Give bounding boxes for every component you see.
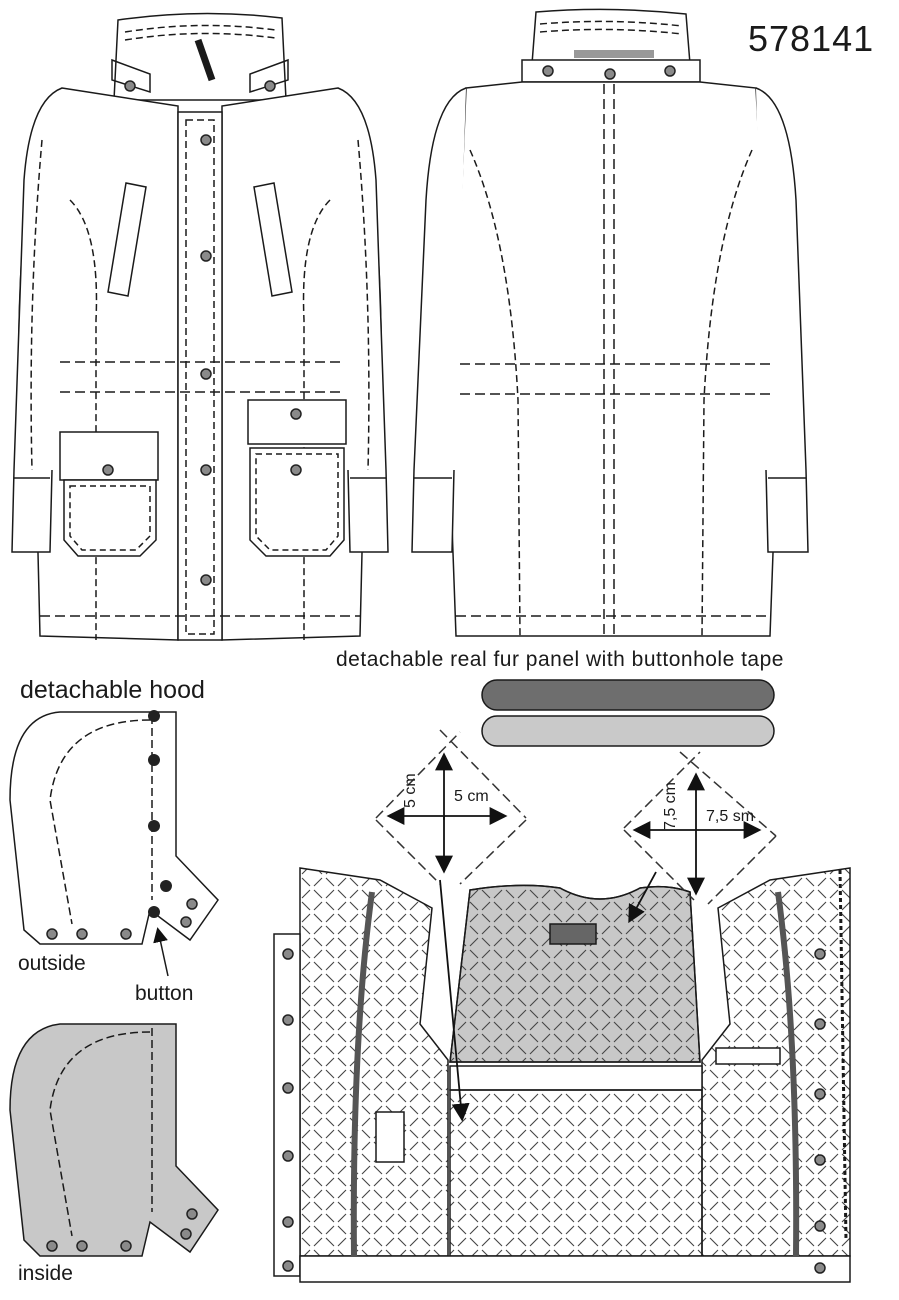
fur-panel [481,679,775,747]
hood-outside [9,710,219,977]
lining-view [273,729,851,1283]
right-horizontal-measure: 7,5 sm [706,808,755,825]
fur-panel-label: detachable real fur panel with buttonhol… [336,648,784,671]
hood-title: detachable hood [20,676,205,704]
left-vertical-measure: 5 cm [402,773,419,808]
jacket-back-view [411,8,809,637]
right-vertical-measure: 7,5 cm [662,781,679,830]
inside-label: inside [18,1262,73,1285]
jacket-front-view [11,12,389,641]
left-horizontal-measure: 5 cm [454,788,489,805]
model-number: 578141 [748,18,875,59]
button-label: button [135,982,194,1005]
outside-label: outside [18,952,86,975]
hood-inside [9,1023,219,1257]
